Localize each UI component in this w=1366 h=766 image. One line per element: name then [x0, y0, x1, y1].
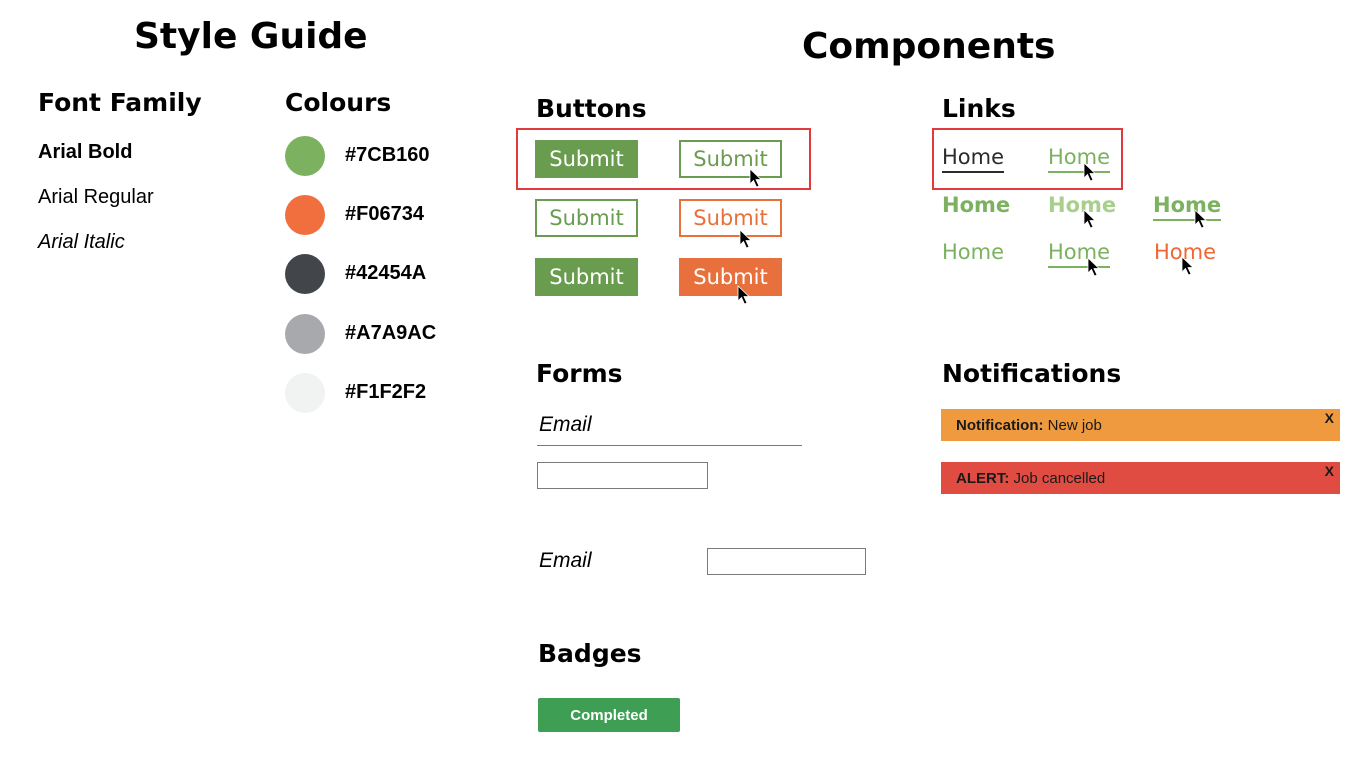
submit-button-outline-green[interactable]: Submit: [535, 199, 638, 237]
style-guide-title: Style Guide: [134, 16, 368, 57]
cursor-icon: [739, 229, 752, 249]
colours-heading: Colours: [285, 88, 392, 117]
submit-button-orange[interactable]: Submit: [679, 258, 782, 296]
cursor-icon: [1083, 162, 1096, 182]
email-label-inline: Email: [539, 549, 592, 572]
close-icon[interactable]: X: [1324, 410, 1334, 426]
close-icon[interactable]: X: [1324, 463, 1334, 479]
cursor-icon: [749, 168, 762, 188]
colour-swatch-dark-grey: [285, 254, 325, 294]
colour-swatch-orange: [285, 195, 325, 235]
cursor-icon: [1194, 209, 1207, 229]
completed-badge: Completed: [538, 698, 680, 732]
colour-hex-green: #7CB160: [345, 144, 430, 166]
components-title: Components: [802, 26, 1056, 67]
cursor-icon: [1083, 209, 1096, 229]
notification-title: Notification:: [956, 416, 1044, 434]
home-link-bold-green[interactable]: Home: [942, 193, 1011, 217]
colour-swatch-light-grey: [285, 373, 325, 413]
font-sample-regular: Arial Regular: [38, 186, 154, 208]
forms-heading: Forms: [536, 359, 623, 388]
colour-hex-light-grey: #F1F2F2: [345, 381, 427, 403]
alert-message: Job cancelled: [1013, 469, 1106, 487]
colour-hex-orange: #F06734: [345, 203, 424, 225]
colour-swatch-grey: [285, 314, 325, 354]
badges-heading: Badges: [538, 639, 642, 668]
home-link-bold-underlined[interactable]: Home: [1153, 193, 1222, 221]
home-link-regular-green[interactable]: Home: [942, 240, 1005, 264]
email-label-stacked: Email: [539, 413, 592, 436]
notifications-heading: Notifications: [942, 359, 1122, 388]
colour-swatch-green: [285, 136, 325, 176]
cursor-icon: [1087, 257, 1100, 277]
submit-button-outline-orange[interactable]: Submit: [679, 199, 782, 237]
email-underline-field[interactable]: [537, 445, 802, 446]
notification-new-job: Notification: New job X: [941, 409, 1340, 441]
submit-button-outline-green-hover[interactable]: Submit: [679, 140, 782, 178]
links-heading: Links: [942, 94, 1016, 123]
submit-button-green[interactable]: Submit: [535, 258, 638, 296]
submit-button-filled-green[interactable]: Submit: [535, 140, 638, 178]
cursor-icon: [1181, 256, 1194, 276]
cursor-icon: [737, 285, 750, 305]
font-family-heading: Font Family: [38, 88, 202, 117]
email-input-stacked[interactable]: [537, 462, 708, 489]
font-sample-italic: Arial Italic: [38, 231, 125, 253]
buttons-heading: Buttons: [536, 94, 647, 123]
colour-hex-dark-grey: #42454A: [345, 262, 427, 284]
home-link-default[interactable]: Home: [942, 145, 1005, 173]
notification-message: New job: [1047, 416, 1102, 434]
font-sample-bold: Arial Bold: [38, 141, 133, 163]
email-input-inline[interactable]: [707, 548, 866, 575]
alert-title: ALERT:: [956, 469, 1010, 487]
links-highlight-box: [932, 128, 1123, 190]
home-link-bold-light-green[interactable]: Home: [1048, 193, 1117, 217]
home-link-hover-green[interactable]: Home: [1048, 145, 1111, 173]
buttons-highlight-box: [516, 128, 811, 190]
colour-hex-grey: #A7A9AC: [345, 322, 437, 344]
home-link-underlined-green[interactable]: Home: [1048, 240, 1111, 268]
alert-job-cancelled: ALERT: Job cancelled X: [941, 462, 1340, 494]
